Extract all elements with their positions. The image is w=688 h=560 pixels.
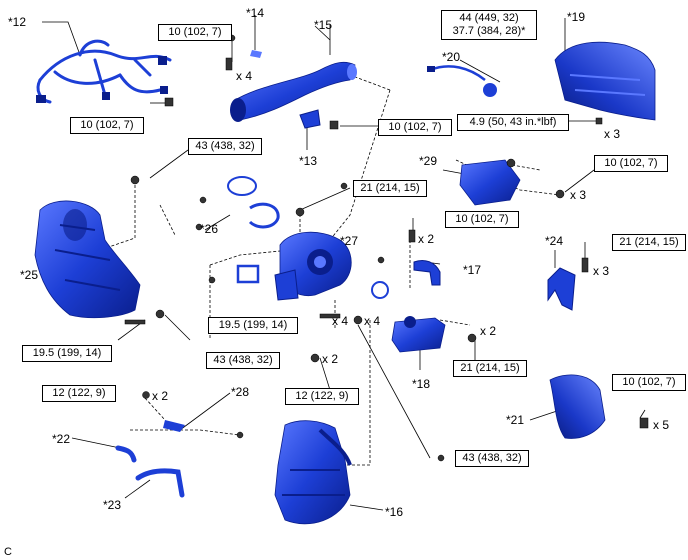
- callout-23: *23: [103, 498, 122, 512]
- torque-box: 10 (102, 7): [612, 374, 686, 391]
- callout-19: *19: [567, 10, 586, 24]
- heat-insulator-19: [554, 41, 656, 121]
- quantity-label: x 2: [152, 389, 169, 403]
- torque-box: 21 (214, 15): [453, 360, 527, 377]
- quantity-label: x 5: [653, 418, 670, 432]
- exhaust-manifold-25: [34, 200, 141, 319]
- torque-box: 10 (102, 7): [70, 117, 144, 134]
- quantity-label: x 2: [480, 324, 497, 338]
- callout-26: *26: [200, 222, 219, 236]
- torque-box: 10 (102, 7): [594, 155, 668, 172]
- quantity-label: x 3: [570, 188, 587, 202]
- quantity-label: x 2: [418, 232, 435, 246]
- callout-27: *27: [340, 234, 359, 248]
- callout-17: *17: [463, 263, 482, 277]
- figure-code: C: [4, 546, 12, 558]
- torque-box: 43 (438, 32): [188, 138, 262, 155]
- air-cleaner-16: [274, 420, 351, 525]
- wire-harness-12: [36, 39, 172, 104]
- torque-box: 12 (122, 9): [42, 385, 116, 402]
- torque-box: 4.9 (50, 43 in.*lbf): [457, 114, 569, 131]
- torque-box: 10 (102, 7): [445, 211, 519, 228]
- callout-12: *12: [8, 15, 27, 29]
- torque-box: 21 (214, 15): [353, 180, 427, 197]
- torque-box: 43 (438, 32): [455, 450, 529, 467]
- quantity-label: x 3: [593, 264, 610, 278]
- callout-16: *16: [385, 505, 404, 519]
- callout-20: *20: [442, 50, 461, 64]
- callout-15: *15: [314, 18, 333, 32]
- callout-28: *28: [231, 385, 250, 399]
- actuator-18: [391, 317, 446, 353]
- quantity-label: x 4: [332, 314, 349, 328]
- callout-14: *14: [246, 6, 265, 20]
- callout-22: *22: [52, 432, 71, 446]
- quantity-label: x 4: [364, 314, 381, 328]
- torque-box: 19.5 (199, 14): [208, 317, 298, 334]
- torque-box: 43 (438, 32): [206, 352, 280, 369]
- torque-box: 19.5 (199, 14): [22, 345, 112, 362]
- torque-box: 10 (102, 7): [378, 119, 452, 136]
- torque-box: 44 (449, 32) 37.7 (384, 28)*: [441, 10, 537, 40]
- torque-box: 10 (102, 7): [158, 24, 232, 41]
- quantity-label: x 4: [236, 69, 253, 83]
- torque-box: 12 (122, 9): [285, 388, 359, 405]
- callout-18: *18: [412, 377, 431, 391]
- intake-pipe-15: [234, 61, 356, 121]
- torque-box: 21 (214, 15): [612, 234, 686, 251]
- turbo-cover-21: [549, 374, 606, 439]
- cover-29: [459, 159, 521, 206]
- callout-29: *29: [419, 154, 438, 168]
- quantity-label: x 3: [604, 127, 621, 141]
- callout-24: *24: [545, 234, 564, 248]
- quantity-label: x 2: [322, 352, 339, 366]
- callout-13: *13: [299, 154, 318, 168]
- callout-25: *25: [20, 268, 39, 282]
- callout-21: *21: [506, 413, 525, 427]
